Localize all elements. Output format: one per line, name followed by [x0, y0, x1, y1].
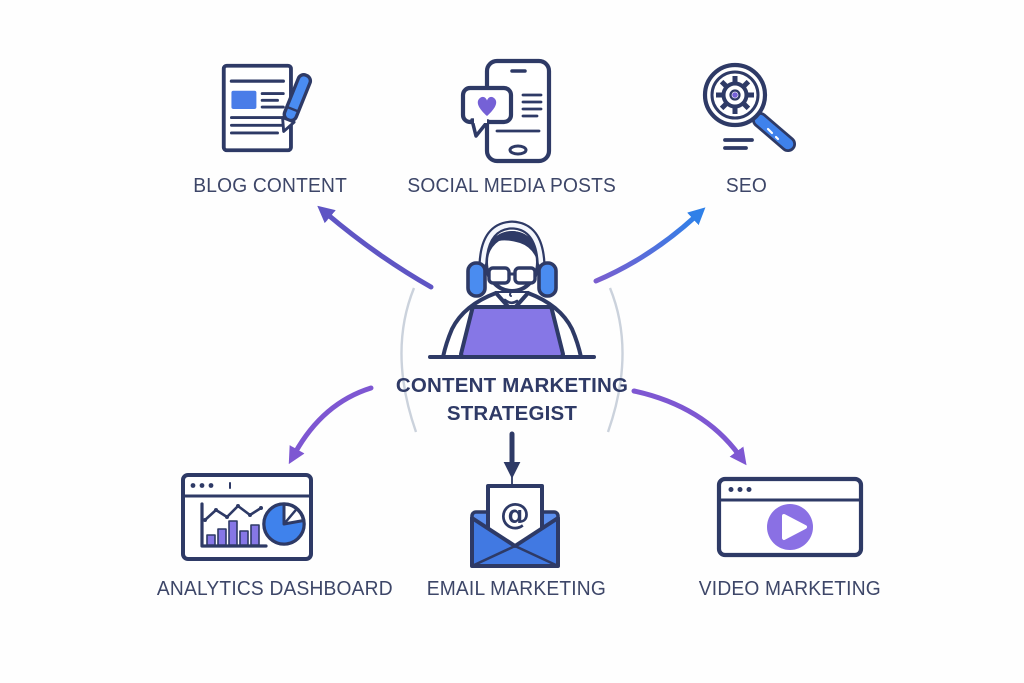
browser-charts-icon [181, 473, 313, 561]
blog-document-pen-icon [221, 63, 313, 153]
label-analytics-dashboard: ANALYTICS DASHBOARD [156, 578, 393, 600]
center-title-line1: CONTENT MARKETING [395, 374, 629, 397]
arrow-to-seo [593, 207, 706, 284]
smartphone-like-bubble-icon [460, 58, 552, 164]
person-with-headphones-at-laptop [428, 220, 596, 359]
magnifier-gear-icon [702, 62, 796, 152]
label-blog-content: BLOG CONTENT [193, 175, 347, 197]
arrow-to-video-marketing [631, 388, 747, 466]
decorative-arc-right [606, 287, 624, 433]
browser-play-icon [716, 476, 864, 558]
at-symbol: @ [500, 497, 530, 532]
label-email-marketing: EMAIL MARKETING [426, 578, 606, 600]
decorative-arc-left [400, 287, 418, 433]
center-title-line2: STRATEGIST [446, 402, 578, 425]
label-social-media-posts: SOCIAL MEDIA POSTS [407, 175, 617, 197]
label-video-marketing: VIDEO MARKETING [698, 578, 882, 600]
arrow-to-analytics-dashboard [288, 385, 374, 465]
open-envelope-at-icon: @ [470, 484, 560, 568]
arrow-to-blog-content [317, 205, 434, 290]
label-seo: SEO [725, 175, 767, 197]
center-title: CONTENT MARKETING STRATEGIST [382, 372, 642, 428]
